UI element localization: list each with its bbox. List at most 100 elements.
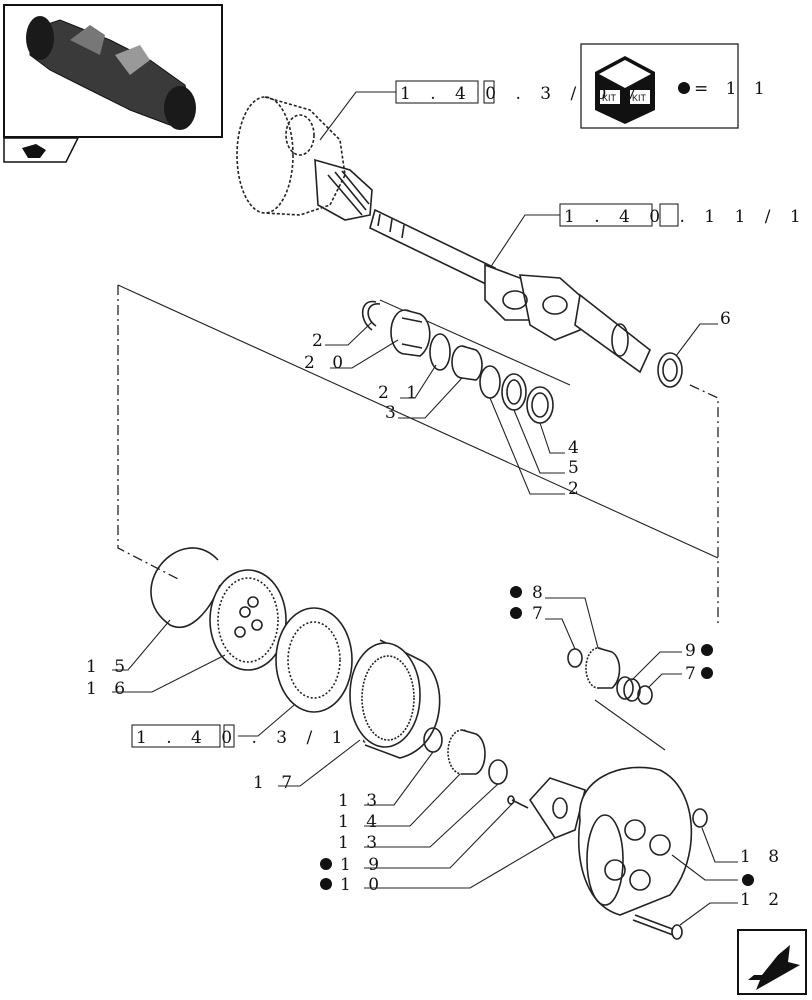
callout-text: 1 3 (338, 833, 383, 853)
callout-12[interactable]: 1 2 (679, 890, 785, 926)
callout-text: 2 (568, 479, 585, 499)
sleeve-20 (390, 309, 431, 357)
kit-legend-text: = 1 1 (694, 79, 771, 99)
washer-7-right (637, 685, 653, 705)
callout-3[interactable]: 3 (385, 377, 463, 423)
kit-dot (701, 667, 713, 679)
callout-text: 2 1 (378, 383, 423, 403)
seal-4 (526, 386, 554, 424)
ring-gear-17 (349, 639, 441, 759)
axle-thumbnail-icon (26, 16, 196, 130)
snap-ring-15 (150, 547, 221, 628)
callout-text: 1 5 (86, 657, 131, 677)
callout-text: 8 (532, 583, 549, 603)
callout-21[interactable]: 2 1 (378, 364, 437, 403)
callout-14[interactable]: 1 4 (338, 773, 461, 832)
ref-shaft-link[interactable]: 1 . 4 0 . 1 1 / 1 0 A (559, 203, 812, 227)
gasket-10 (528, 777, 586, 839)
ref-top-text: 1 . 4 0 . 3 / 0 7 (400, 84, 644, 104)
ref-shaft-text: 1 . 4 0 . 1 1 / 1 0 A (564, 207, 812, 227)
washer-6 (657, 352, 683, 388)
callout-text: 1 4 (338, 812, 383, 832)
callout-8[interactable]: 8 (510, 583, 599, 649)
axle-housing (236, 96, 373, 221)
kit-legend: KIT KIT = 1 1 (580, 43, 771, 129)
tractor-nav-icon[interactable] (3, 137, 80, 163)
callout-13-upper[interactable]: 1 3 (338, 751, 434, 811)
callout-text: 3 (385, 403, 402, 423)
kit-marker-dot (678, 82, 690, 94)
callout-text: 9 (685, 641, 702, 661)
callout-4[interactable]: 4 (539, 422, 585, 458)
kit-box-icon: KIT KIT (595, 56, 655, 124)
callout-17[interactable]: 1 7 (253, 739, 361, 793)
drive-shaft (369, 208, 651, 374)
plug-18 (692, 808, 708, 828)
callout-2-upper[interactable]: 2 (312, 321, 373, 351)
callout-16[interactable]: 1 6 (86, 654, 226, 699)
lower-axis-line (594, 699, 666, 751)
callout-10[interactable]: 1 0 (320, 837, 556, 895)
snap-ring-2-lower (479, 365, 501, 399)
callout-text: 2 0 (304, 353, 349, 373)
callout-text: 1 3 (338, 791, 383, 811)
o-ring-21 (429, 333, 451, 371)
ref-disc-link[interactable]: 1 . 4 0 . 3 / 1 3 (131, 724, 380, 748)
callout-text: 1 9 (340, 855, 385, 875)
brake-disc-16 (209, 569, 287, 671)
callout-text: 4 (568, 438, 585, 458)
callout-text: 6 (720, 309, 737, 329)
screw-19 (507, 795, 529, 809)
ref-top-leader (319, 91, 396, 141)
planet-carrier (577, 766, 693, 916)
planet-gear-14 (447, 729, 486, 775)
svg-text:KIT: KIT (632, 93, 647, 103)
kit-dot (320, 858, 332, 870)
callout-15[interactable]: 1 5 (86, 619, 171, 677)
callout-text: 1 7 (253, 773, 298, 793)
ref-disc-text: 1 . 4 0 . 3 / 1 3 (136, 728, 380, 748)
callout-7-right[interactable]: 7 (647, 664, 713, 689)
kit-dot (510, 607, 522, 619)
callout-19[interactable]: 1 9 (320, 803, 513, 875)
kit-dot (701, 644, 713, 656)
kit-dot (742, 874, 754, 886)
svg-text:KIT: KIT (602, 93, 617, 103)
friction-disc-13 (275, 607, 353, 713)
kit-dot (510, 586, 522, 598)
callout-text: 2 (312, 331, 329, 351)
callout-text: 1 2 (740, 890, 785, 910)
callout-text: 1 0 (340, 875, 385, 895)
arrow-next-icon[interactable] (737, 929, 807, 995)
ref-shaft-leader (489, 214, 560, 269)
callout-18[interactable]: 1 8 (701, 827, 785, 867)
assembly-axis-line (117, 284, 719, 559)
snap-ring-2-upper (361, 300, 381, 331)
sun-gear-8 (585, 647, 621, 689)
callout-2-lower[interactable]: 2 (489, 397, 585, 499)
spacer-5 (501, 373, 527, 411)
dash-right (689, 384, 719, 625)
callout-9[interactable]: 9 (631, 641, 713, 681)
ref-disc-leader (238, 699, 301, 737)
callout-6[interactable]: 6 (675, 309, 737, 357)
callout-5[interactable]: 5 (513, 409, 585, 478)
callout-text: 1 6 (86, 679, 131, 699)
bolt-12 (632, 914, 683, 940)
callout-20[interactable]: 2 0 (304, 339, 399, 373)
callout-13-lower[interactable]: 1 3 (338, 783, 499, 853)
callout-text: 7 (532, 604, 549, 624)
axle-thumbnail[interactable] (3, 4, 223, 138)
snap-ring-13-lower (488, 759, 508, 785)
callout-carrier[interactable] (671, 854, 754, 886)
callout-7-left[interactable]: 7 (510, 604, 576, 650)
needle-bearing-9 (616, 676, 641, 702)
washer-7-left (567, 648, 583, 668)
ref-top-link[interactable]: 1 . 4 0 . 3 / 0 7 (395, 80, 644, 104)
callout-text: 5 (568, 458, 585, 478)
callout-text: 1 8 (740, 847, 785, 867)
callout-text: 7 (685, 664, 702, 684)
kit-dot (320, 878, 332, 890)
dash-left (117, 285, 181, 581)
